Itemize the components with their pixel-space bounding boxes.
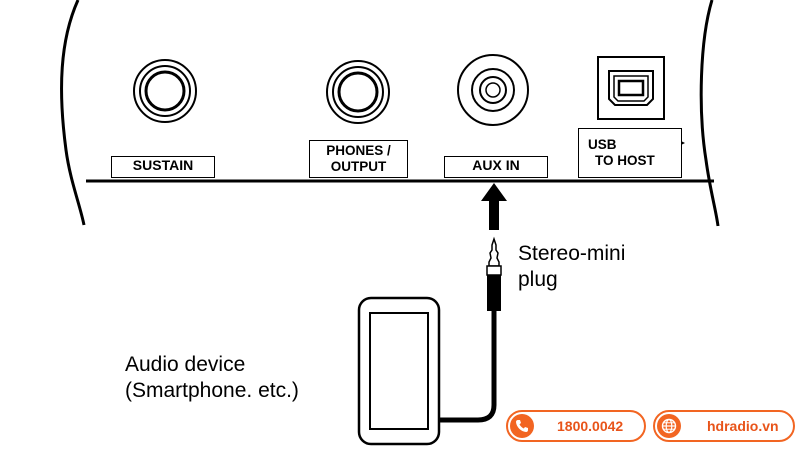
stereo-mini-plug (486, 236, 502, 311)
panel-outline-right (699, 0, 720, 227)
plug-caption-line1: Stereo-mini (518, 242, 626, 265)
phones-label-line2: OUTPUT (330, 159, 387, 174)
hotline-number: 1800.0042 (557, 418, 624, 434)
website-badge[interactable]: hdradio.vn (653, 410, 795, 442)
usb-label-line2: TO HOST (595, 153, 655, 168)
phone-icon (510, 414, 534, 438)
plug-caption: Stereo-mini plug (518, 241, 625, 293)
usb-port (597, 56, 665, 120)
phones-output-label: PHONES / OUTPUT (309, 140, 408, 178)
aux-in-jack (457, 54, 529, 126)
aux-in-label: AUX IN (444, 156, 548, 178)
sustain-label: SUSTAIN (111, 156, 215, 178)
audio-cable (438, 311, 497, 423)
device-caption-line1: Audio device (125, 353, 246, 376)
device-caption: Audio device (Smartphone. etc.) (125, 352, 299, 404)
device-caption-line2: (Smartphone. etc.) (125, 379, 299, 402)
sustain-jack (133, 59, 197, 123)
phones-output-jack (326, 60, 390, 124)
usb-label-line1: USB (588, 137, 617, 152)
phones-label-line1: PHONES / (326, 143, 391, 158)
website-url: hdradio.vn (707, 418, 779, 434)
smartphone-device (357, 296, 441, 446)
usb-to-host-label: USB TO HOST (578, 128, 682, 178)
hotline-badge[interactable]: 1800.0042 (506, 410, 646, 442)
globe-icon (657, 414, 681, 438)
insert-arrow-icon (481, 183, 507, 230)
plug-caption-line2: plug (518, 268, 558, 291)
panel-outline (60, 0, 86, 226)
